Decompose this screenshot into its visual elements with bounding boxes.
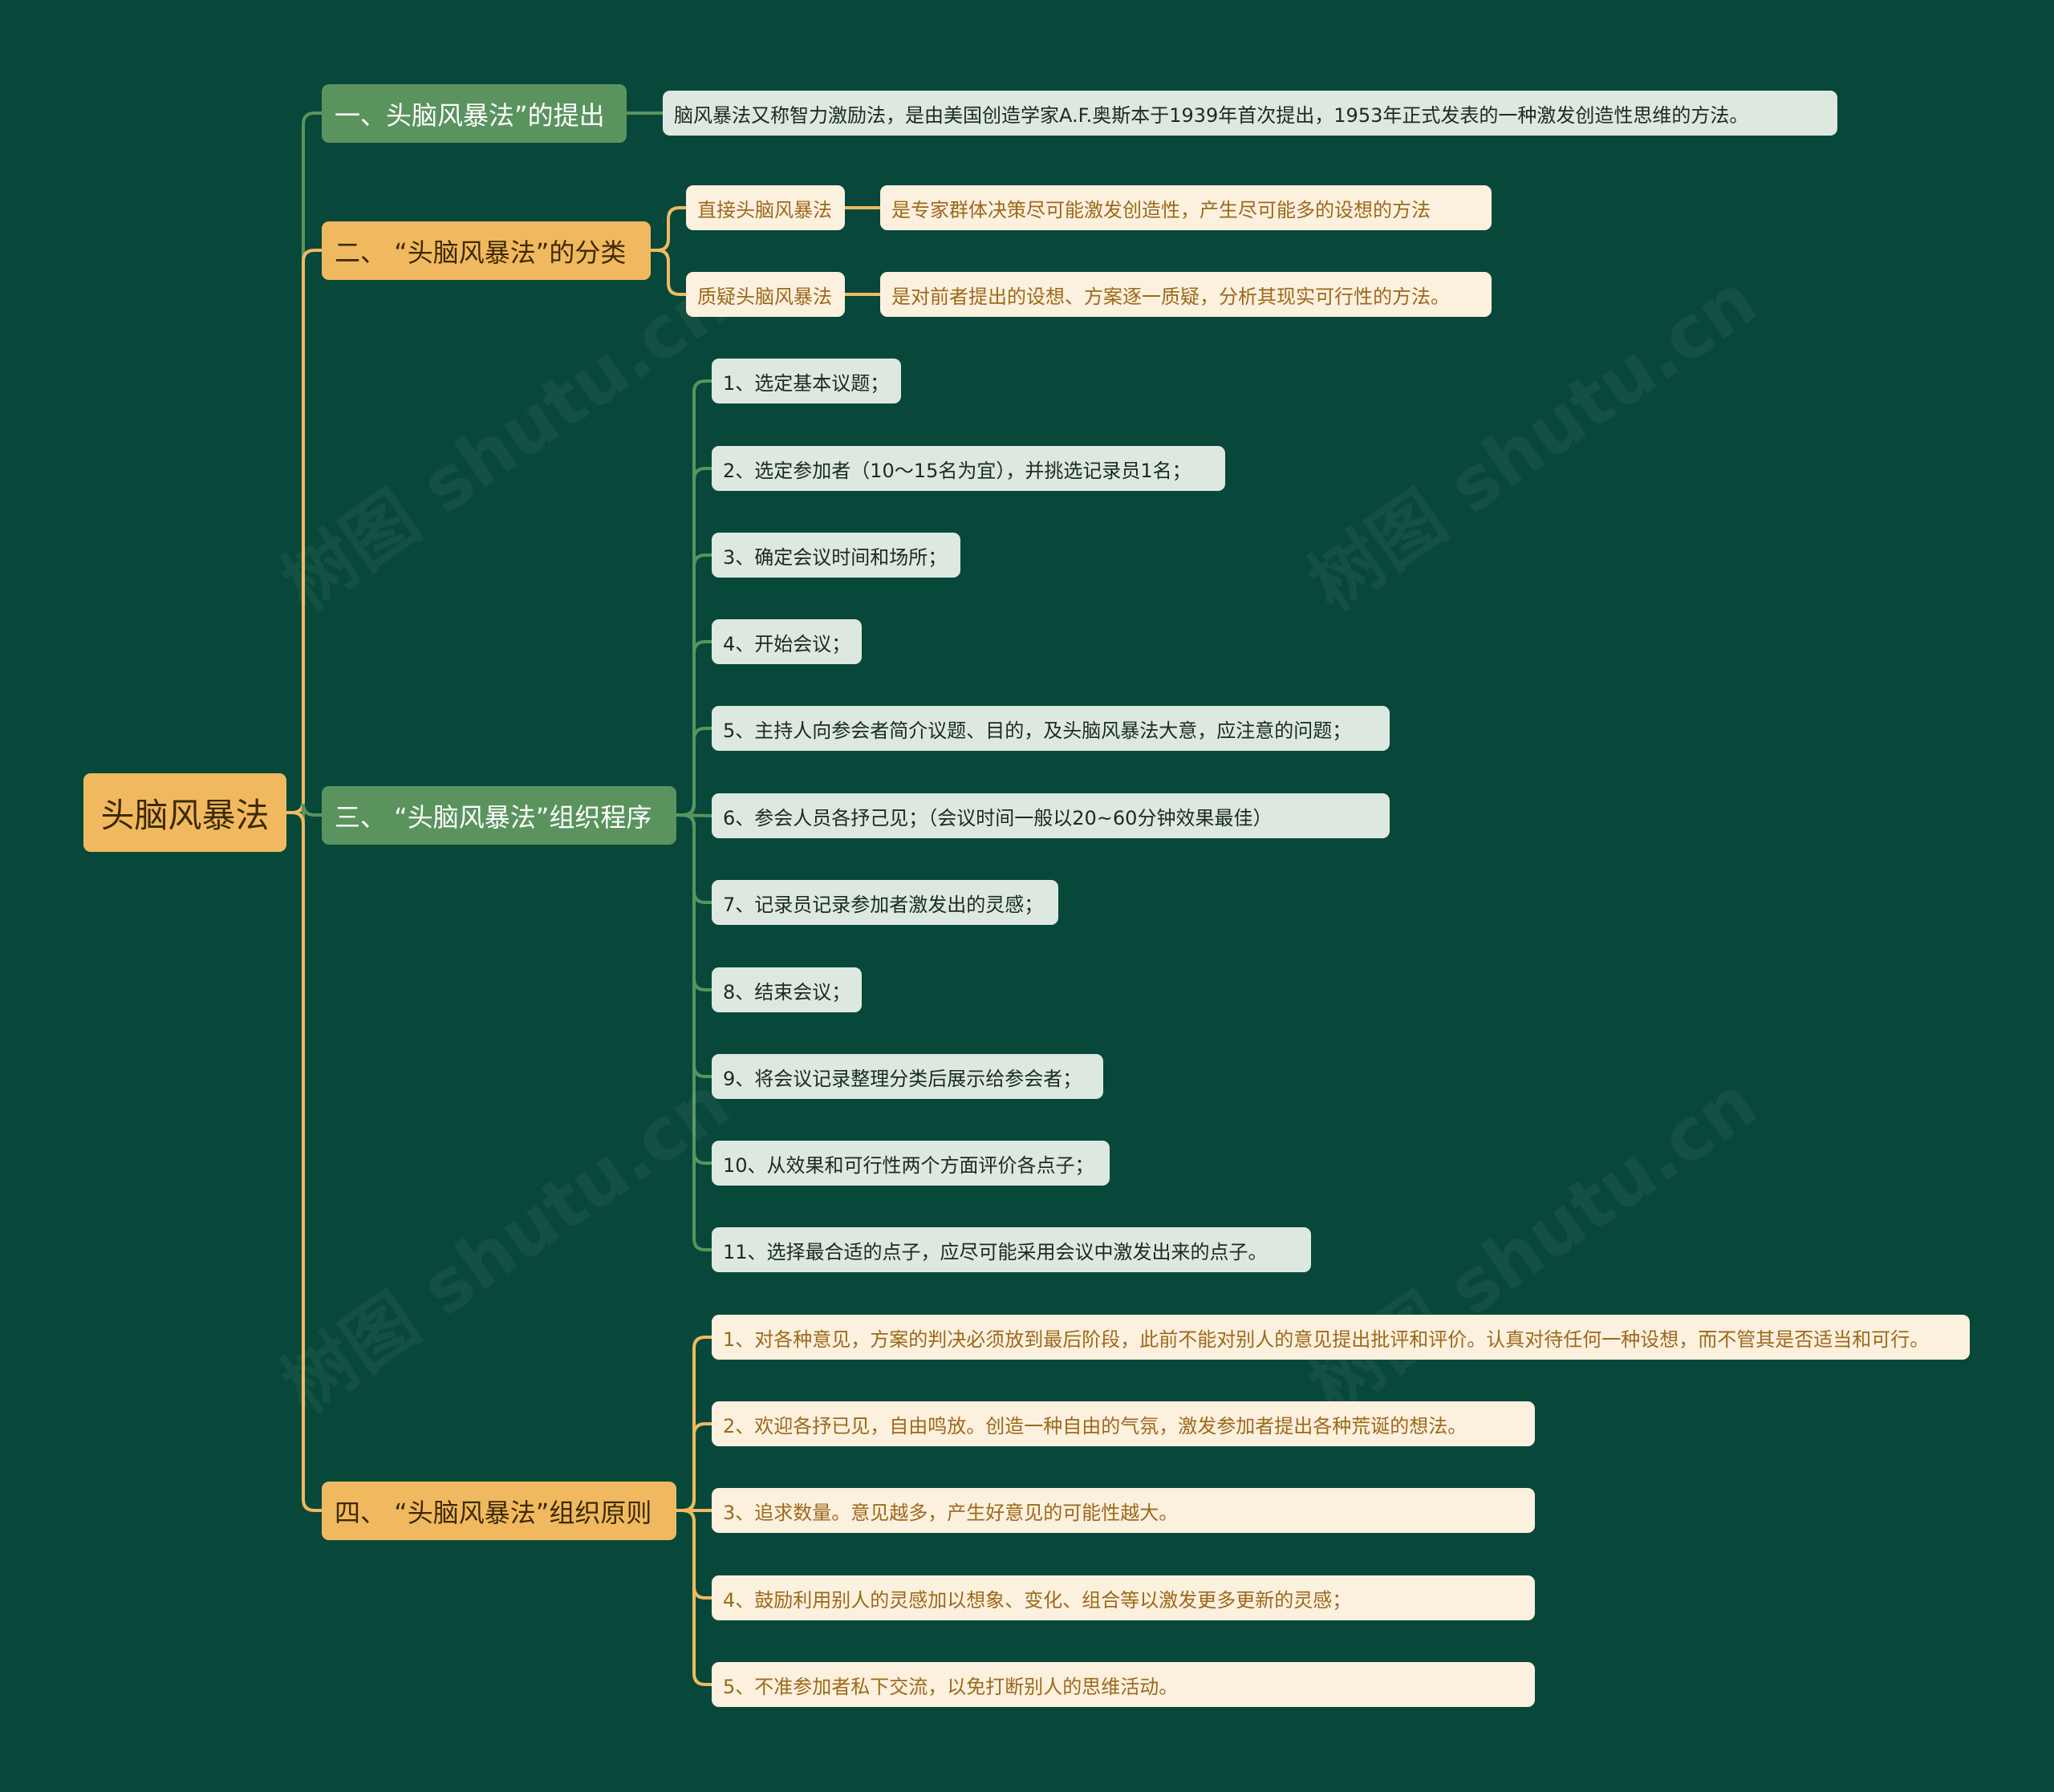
leaf-questioning-brainstorm[interactable]: 质疑头脑风暴法 — [686, 272, 845, 317]
procedure-step[interactable]: 7、记录员记录参加者激发出的灵感； — [712, 880, 1058, 925]
branch-procedure[interactable]: 三、 “头脑风暴法”组织程序 — [322, 786, 676, 845]
procedure-step[interactable]: 3、确定会议时间和场所； — [712, 533, 960, 578]
principle-item[interactable]: 2、欢迎各抒已见，自由鸣放。创造一种自由的气氛，激发参加者提出各种荒诞的想法。 — [712, 1401, 1535, 1446]
branch-link — [649, 249, 688, 296]
branch-types-label: 二、 “头脑风暴法”的分类 — [335, 237, 627, 268]
branch-types[interactable]: 二、 “头脑风暴法”的分类 — [322, 221, 651, 280]
leaf-questioning-brainstorm-detail[interactable]: 是对前者提出的设想、方案逐一质疑，分析其现实可行性的方法。 — [880, 272, 1492, 317]
procedure-step[interactable]: 5、主持人向参会者简介议题、目的，及头脑风暴法大意，应注意的问题； — [712, 706, 1390, 751]
procedure-step[interactable]: 4、开始会议； — [712, 619, 862, 664]
leaf-direct-brainstorm-detail[interactable]: 是专家群体决策尽可能激发创造性，产生尽可能多的设想的方法 — [880, 185, 1492, 230]
procedure-step[interactable]: 10、从效果和可行性两个方面评价各点子； — [712, 1141, 1110, 1186]
branch-link — [675, 813, 713, 1251]
procedure-step[interactable]: 11、选择最合适的点子，应尽可能采用会议中激发出来的点子。 — [712, 1227, 1311, 1272]
procedure-step[interactable]: 1、选定基本议题； — [712, 359, 901, 403]
branch-link — [675, 727, 713, 817]
branch-link — [675, 1422, 713, 1512]
procedure-step[interactable]: 6、参会人员各抒己见；（会议时间一般以20~60分钟效果最佳） — [712, 793, 1390, 838]
branch-principles-label: 四、 “头脑风暴法”组织原则 — [335, 1497, 652, 1528]
root-link — [285, 811, 323, 1512]
root-link — [285, 249, 323, 814]
procedure-step[interactable]: 2、选定参加者（10～15名为宜），并挑选记录员1名； — [712, 446, 1225, 491]
procedure-step[interactable]: 8、结束会议； — [712, 967, 862, 1012]
branch-principles[interactable]: 四、 “头脑风暴法”组织原则 — [322, 1482, 676, 1540]
procedure-step[interactable]: 9、将会议记录整理分类后展示给参会者； — [712, 1054, 1103, 1099]
principle-item[interactable]: 3、追求数量。意见越多，产生好意见的可能性越大。 — [712, 1488, 1535, 1533]
root-topic[interactable]: 头脑风暴法 — [83, 773, 286, 852]
branch-procedure-label: 三、 “头脑风暴法”组织程序 — [335, 801, 652, 833]
branch-origin-label: 一、头脑风暴法”的提出 — [335, 99, 605, 131]
leaf-direct-brainstorm[interactable]: 直接头脑风暴法 — [686, 185, 845, 230]
principle-item[interactable]: 5、不准参加者私下交流，以免打断别人的思维活动。 — [712, 1662, 1535, 1707]
principle-item[interactable]: 1、对各种意见，方案的判决必须放到最后阶段，此前不能对别人的意见提出批评和评价。… — [712, 1315, 1970, 1360]
branch-link — [675, 1509, 713, 1686]
principle-item[interactable]: 4、鼓励利用别人的灵感加以想象、变化、组合等以激发更多更新的灵感； — [712, 1575, 1535, 1620]
leaf-origin-desc[interactable]: 脑风暴法又称智力激励法，是由美国创造学家A.F.奥斯本于1939年首次提出，19… — [663, 91, 1837, 136]
branch-origin[interactable]: 一、头脑风暴法”的提出 — [322, 84, 627, 143]
root-topic-label: 头脑风暴法 — [100, 795, 270, 835]
branch-link — [649, 206, 688, 252]
